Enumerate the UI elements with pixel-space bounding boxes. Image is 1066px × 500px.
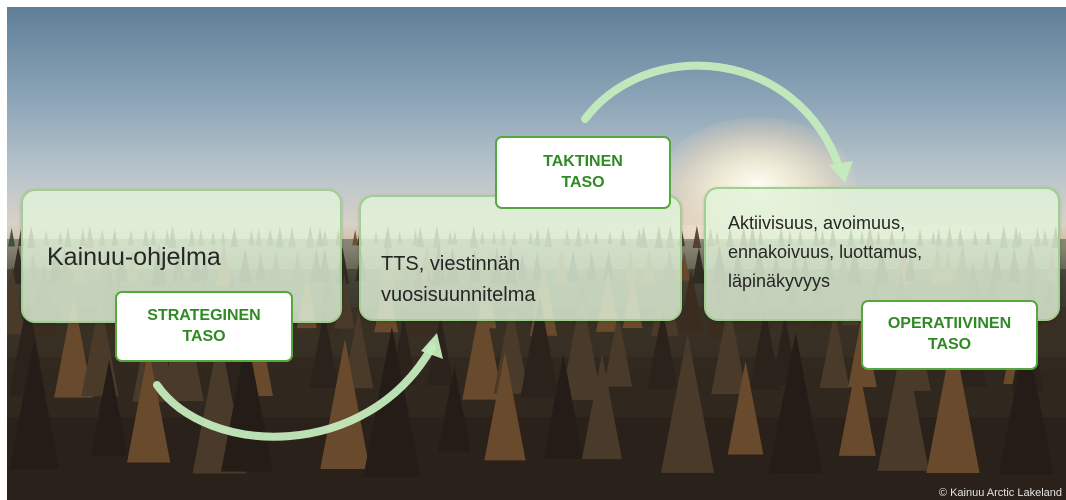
- tree: [438, 365, 471, 452]
- tree: [647, 309, 678, 389]
- strategic-level-label: STRATEGINEN TASO: [115, 291, 293, 362]
- operational-level-label: OPERATIIVINEN TASO: [861, 300, 1038, 370]
- label-line: TAKTINEN: [543, 152, 623, 170]
- operational-card-text: Aktiivisuus, avoimuus, ennakoivuus, luot…: [728, 209, 1048, 296]
- tree: [9, 338, 59, 470]
- tree: [877, 336, 929, 471]
- tactical-card-text: TTS, viestinnän vuosisuunnitelma: [381, 249, 641, 311]
- tree: [543, 353, 584, 460]
- tree: [462, 293, 503, 400]
- tree: [692, 247, 706, 284]
- tree: [8, 227, 16, 247]
- operational-level-card: Aktiivisuus, avoimuus, ennakoivuus, luot…: [704, 187, 1060, 321]
- tree: [819, 310, 850, 389]
- label-line: TASO: [182, 327, 226, 345]
- tree: [768, 332, 823, 474]
- tree: [603, 312, 633, 387]
- tree: [692, 225, 702, 248]
- tree: [749, 307, 781, 390]
- tactical-label-text: TAKTINEN TASO: [501, 152, 665, 194]
- tree: [520, 295, 560, 399]
- tree: [926, 332, 980, 474]
- operational-label-text: OPERATIIVINEN TASO: [867, 314, 1032, 356]
- tree: [838, 358, 876, 456]
- tactical-level-label: TAKTINEN TASO: [495, 136, 671, 209]
- tree: [484, 351, 526, 461]
- tree: [54, 296, 93, 398]
- tree: [581, 353, 622, 460]
- label-line: TASO: [561, 173, 605, 191]
- tree: [679, 268, 704, 333]
- photo-credit: © Kainuu Arctic Lakeland: [938, 487, 1062, 499]
- tree: [660, 333, 715, 473]
- tree: [7, 266, 26, 335]
- tactical-text-line: TTS, viestinnän: [381, 253, 520, 275]
- tree: [998, 331, 1054, 475]
- label-line: STRATEGINEN: [147, 306, 261, 324]
- strategic-card-text: Kainuu-ohjelma: [47, 241, 221, 275]
- label-line: OPERATIIVINEN: [887, 315, 1012, 333]
- strategic-text: Kainuu-ohjelma: [47, 243, 221, 271]
- tree: [711, 301, 747, 395]
- tactical-text-line: vuosisuunnitelma: [381, 284, 536, 306]
- label-line: TASO: [927, 336, 972, 353]
- slide-canvas: Kainuu-ohjelma TTS, viestinnän vuosisuun…: [7, 7, 1066, 500]
- tree: [561, 292, 602, 400]
- strategic-label-text: STRATEGINEN TASO: [121, 306, 287, 348]
- operational-text-line: läpinäkyvyys: [728, 271, 831, 292]
- operational-text-line: Aktiivisuus, avoimuus,: [728, 213, 906, 233]
- tactical-level-card: TTS, viestinnän vuosisuunnitelma: [359, 195, 682, 321]
- tree: [352, 229, 359, 246]
- tree: [90, 359, 128, 456]
- operational-text-line: ennakoivuus, luottamus,: [728, 242, 923, 263]
- tree: [727, 360, 764, 455]
